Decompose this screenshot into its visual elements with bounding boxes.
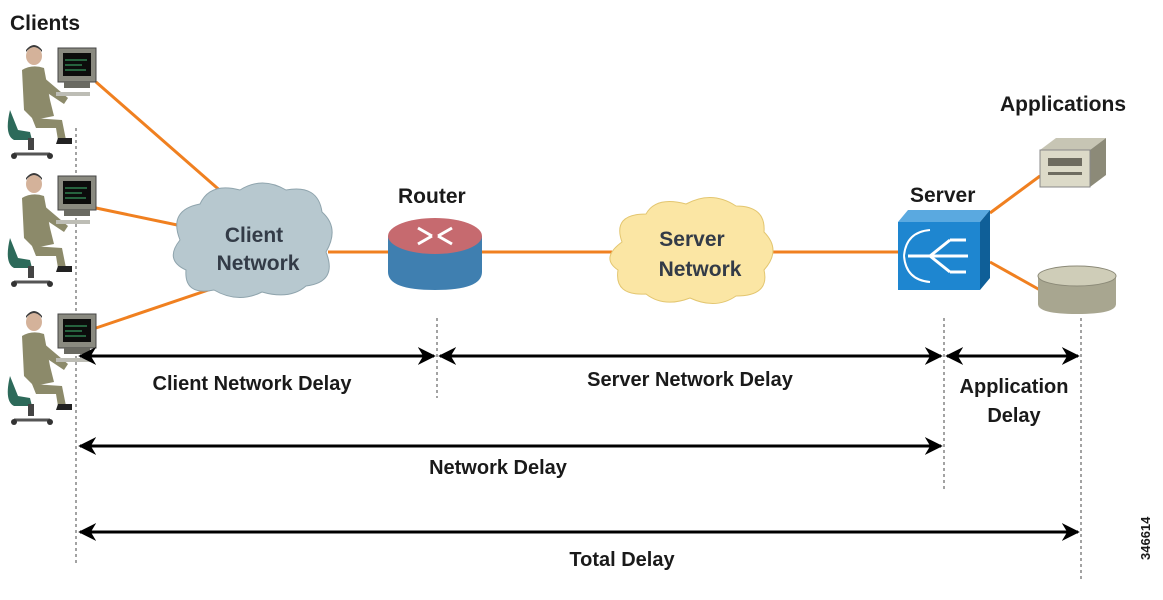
client-icon xyxy=(6,309,98,426)
network-delay-label: Network Delay xyxy=(429,457,568,479)
router-icon xyxy=(388,218,482,290)
application-delay-label-line1: Application xyxy=(960,376,1069,398)
total-delay-label: Total Delay xyxy=(569,549,675,571)
server-network-label-line1: Server xyxy=(659,228,724,251)
client-network-delay-label: Client Network Delay xyxy=(153,373,353,395)
client-network-label-line1: Client xyxy=(225,224,283,247)
application-delay-label-line2: Delay xyxy=(987,405,1041,427)
application-server-icon xyxy=(1039,138,1106,188)
client-icon xyxy=(6,43,98,160)
clients-label: Clients xyxy=(10,12,80,35)
server-label: Server xyxy=(910,184,975,207)
server-network-label-line2: Network xyxy=(659,258,742,281)
database-icon xyxy=(1037,265,1117,314)
figure-id: 346614 xyxy=(1138,516,1153,560)
client-network-label-line2: Network xyxy=(217,252,300,275)
server-network-delay-label: Server Network Delay xyxy=(587,369,794,391)
link-client2-network xyxy=(95,206,183,228)
router-label: Router xyxy=(398,185,466,208)
switch-server-icon xyxy=(898,210,990,290)
client-network-cloud: Client Network xyxy=(172,182,333,298)
link-client1-network xyxy=(95,80,241,210)
link-server-app xyxy=(989,174,1041,215)
applications-label: Applications xyxy=(1000,93,1126,116)
server-network-cloud: Server Network xyxy=(609,197,774,304)
client-icon xyxy=(6,171,98,288)
link-server-db xyxy=(989,260,1041,292)
